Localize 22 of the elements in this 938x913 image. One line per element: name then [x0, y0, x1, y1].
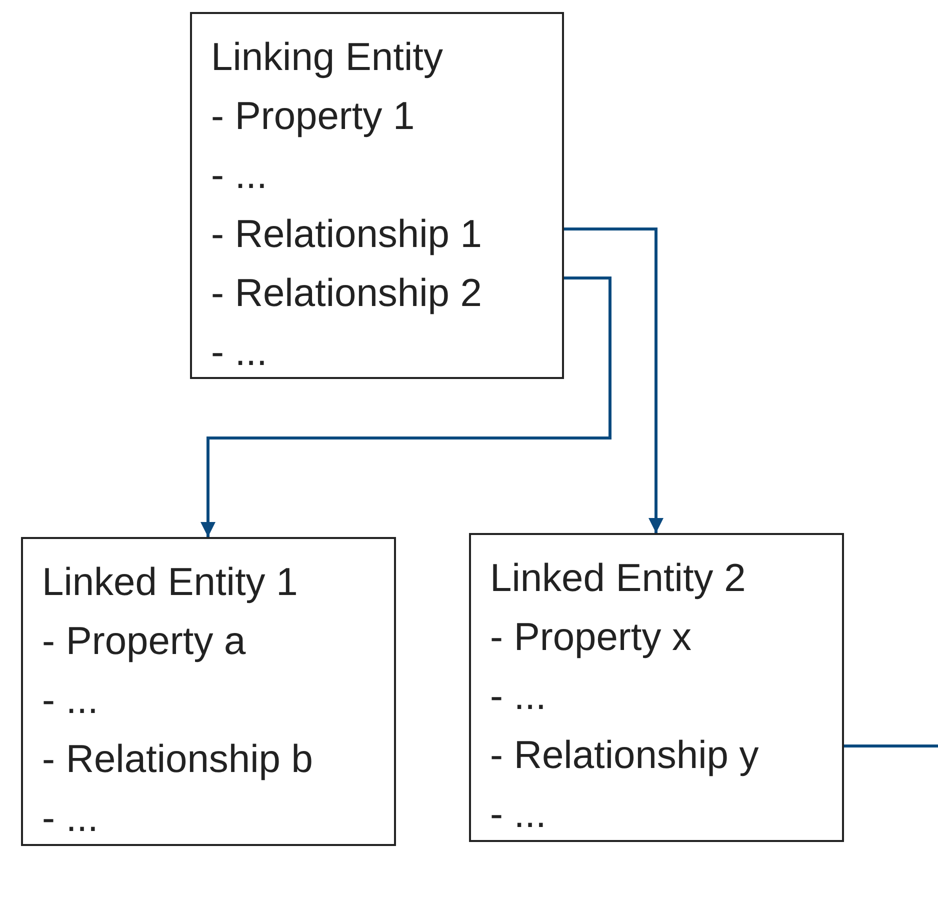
entity-title: Linked Entity 2: [490, 556, 746, 602]
entity-title: Linked Entity 1: [42, 560, 298, 606]
connector-line: [844, 744, 938, 748]
list-item: - ...: [211, 330, 268, 376]
list-item: - Relationship 2: [211, 271, 482, 317]
arrow: [200, 276, 612, 537]
list-item: - ...: [490, 674, 546, 720]
list-item: - Relationship 1: [211, 212, 482, 258]
list-item: - Relationship b: [42, 737, 313, 783]
entity-box: [469, 533, 844, 842]
entity-box: [190, 12, 564, 379]
entity-box: [21, 537, 396, 846]
list-item: - Relationship y: [490, 733, 759, 779]
list-item: - Property a: [42, 619, 246, 665]
arrow: [564, 228, 664, 533]
list-item: - Property 1: [211, 94, 415, 140]
list-item: - ...: [42, 678, 98, 724]
list-item: - Property x: [490, 615, 692, 661]
list-item: - ...: [490, 792, 546, 838]
list-item: - ...: [42, 796, 98, 842]
list-item: - ...: [211, 153, 268, 199]
entity-title: Linking Entity: [211, 35, 443, 81]
